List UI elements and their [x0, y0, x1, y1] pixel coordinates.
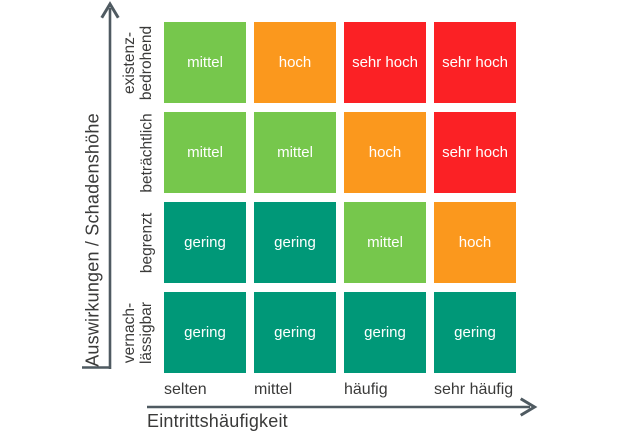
matrix-cell: gering — [164, 292, 246, 373]
row-label: beträchtlich — [138, 112, 155, 193]
row-label: vernach-lässigbar — [121, 301, 155, 364]
row-label: existenz-bedrohend — [121, 25, 155, 100]
column-label: sehr häufig — [434, 381, 514, 398]
matrix-cell: mittel — [344, 202, 426, 283]
matrix-cell: gering — [164, 202, 246, 283]
column-label: häufig — [344, 381, 388, 398]
matrix-cell: sehr hoch — [434, 112, 516, 193]
x-axis-arrowhead-icon — [519, 397, 538, 417]
matrix-cell: gering — [344, 292, 426, 373]
matrix-cell: sehr hoch — [434, 22, 516, 103]
matrix-cell: mittel — [164, 112, 246, 193]
matrix-cell: gering — [254, 292, 336, 373]
matrix-cell: sehr hoch — [344, 22, 426, 103]
matrix-cell: mittel — [164, 22, 246, 103]
matrix-cell: mittel — [254, 112, 336, 193]
y-axis-arrowhead-icon — [100, 1, 120, 19]
y-axis-title: Auswirkungen / Schadenshöhe — [82, 113, 103, 367]
x-axis-title: Eintrittshäufigkeit — [147, 411, 288, 431]
matrix-cell: gering — [254, 202, 336, 283]
matrix-cell: hoch — [254, 22, 336, 103]
column-label: mittel — [254, 381, 293, 398]
column-label: selten — [164, 381, 207, 398]
matrix-cell: gering — [434, 292, 516, 373]
matrix-cell: hoch — [344, 112, 426, 193]
matrix-cell: hoch — [434, 202, 516, 283]
row-label: begrenzt — [138, 212, 155, 273]
